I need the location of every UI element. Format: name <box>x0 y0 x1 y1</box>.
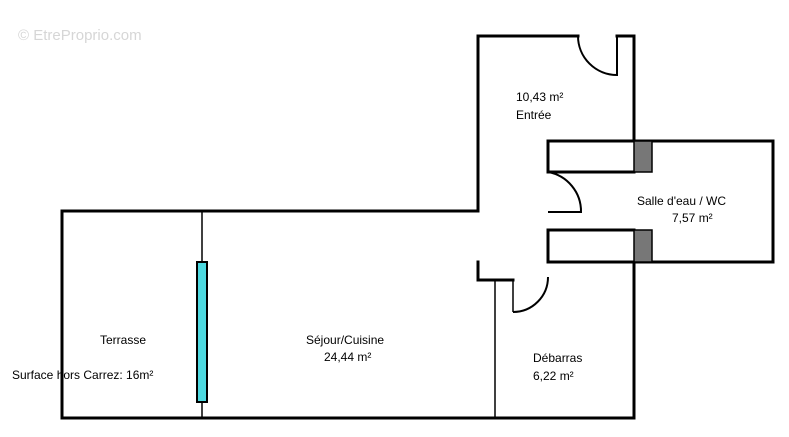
terrasse-name: Terrasse <box>100 333 146 347</box>
doors <box>512 35 618 313</box>
wc-block-bottom <box>633 229 653 263</box>
salle-eau-area: 7,57 m² <box>672 211 713 225</box>
debarras-area: 6,22 m² <box>533 369 574 383</box>
entree-area: 10,43 m² <box>516 90 563 104</box>
salle-eau-name: Salle d'eau / WC <box>637 194 726 208</box>
partitions <box>201 211 515 418</box>
debarras-name: Débarras <box>533 351 582 365</box>
sejour-area: 24,44 m² <box>324 350 371 364</box>
terrasse-note: Surface hors Carrez: 16m² <box>12 368 153 382</box>
glass-door <box>196 261 208 403</box>
watermark: © EtreProprio.com <box>18 27 142 44</box>
wc-block-top <box>633 140 653 173</box>
sejour-name: Séjour/Cuisine <box>306 333 384 347</box>
entree-name: Entrée <box>516 108 552 122</box>
outer-walls <box>60 34 775 420</box>
